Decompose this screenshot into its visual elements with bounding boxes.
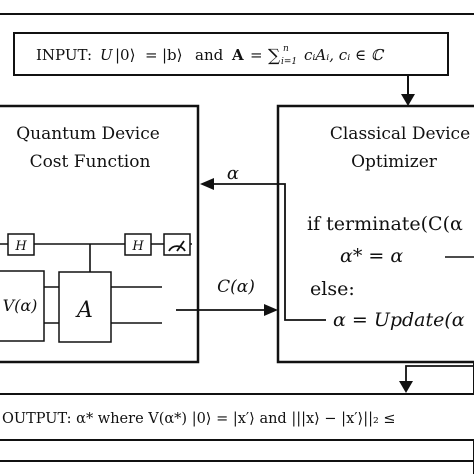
matrix-a-label: A [75,298,93,323]
input-ketb: |b⟩ [162,46,183,64]
cost-arrow-label: C(α) [217,277,255,297]
hadamard-label-1: H [14,239,27,254]
input-matrix-a: A [231,46,244,64]
terminate-line: if terminate(C(α [307,213,463,235]
measurement-icon [163,233,191,256]
input-box [13,32,449,76]
classical-title-line2: Optimizer [351,152,438,172]
hadamard-label-2: H [131,239,144,254]
alpha-feedback-path [214,183,326,321]
quantum-title-line2: Cost Function [30,152,151,172]
input-eq2: = [250,46,263,64]
alpha-arrow-head [200,178,214,190]
quantum-title-line1: Quantum Device [16,124,160,144]
input-sum-symbol: ∑ [268,46,280,66]
input-terms: cᵢAᵢ, cᵢ ∈ ℂ [304,46,385,64]
hadamard-gate-1 [7,233,35,256]
input-arrow-head [401,94,415,106]
ansatz-block [0,270,45,342]
else-line: else: [310,278,355,300]
input-label: INPUT: [36,46,92,64]
assign-optimum-line: α* = α [340,245,403,267]
input-and: and [195,46,224,64]
hadamard-gate-2 [124,233,152,256]
input-sum-top: n [283,44,289,54]
cost-arrow-head [264,304,278,316]
input-ket0: |0⟩ [115,46,135,64]
update-line: α = Update(α [333,309,465,331]
output-arrow-head [399,381,413,393]
alpha-arrow-label: α [227,163,239,184]
input-equals: = [145,46,158,64]
output-box [0,393,474,441]
matrix-a-block [58,271,112,343]
input-u: U [100,46,114,64]
ansatz-label: V(α) [3,296,38,315]
classical-title-line1: Classical Device [330,124,470,144]
output-text: OUTPUT: α* where V(α*) |0⟩ = |x′⟩ and ||… [2,411,396,427]
output-arrow-path [405,365,474,385]
input-sum-bottom: i=1 [281,57,297,67]
